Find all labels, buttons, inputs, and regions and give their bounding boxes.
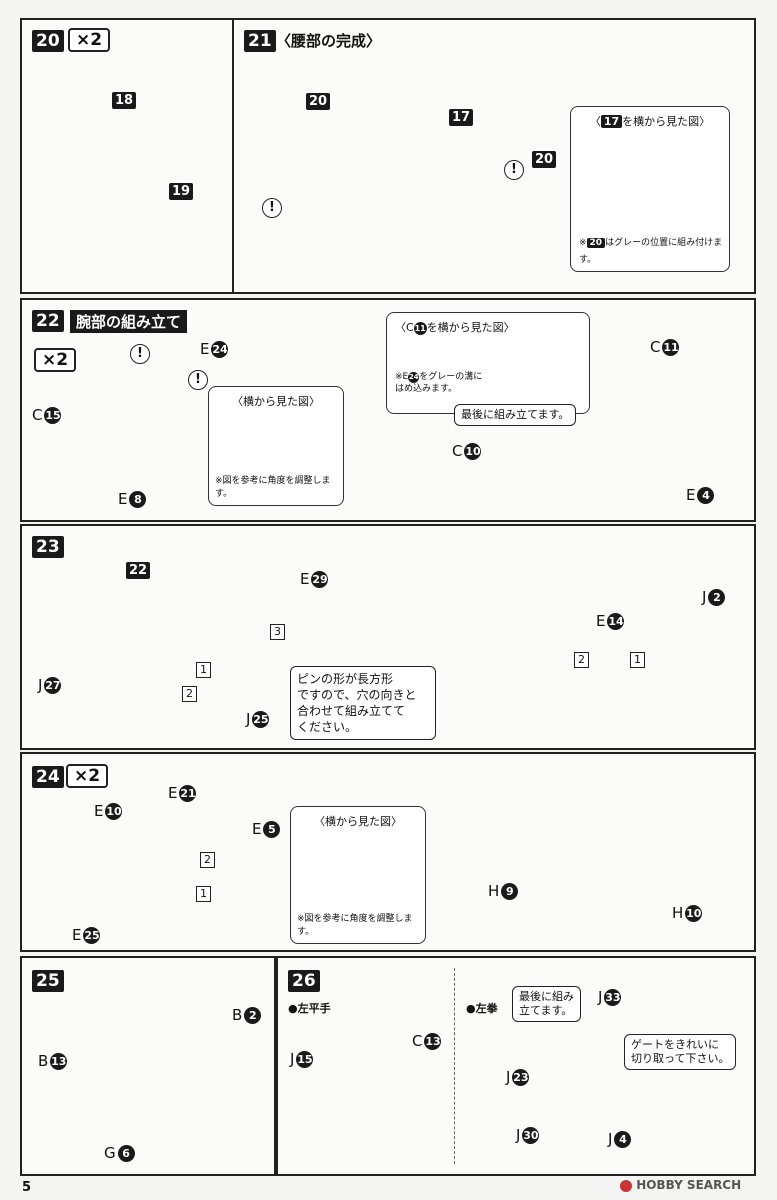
step-title: 〈腰部の完成〉 [276, 32, 382, 50]
caution-icon: ! [188, 370, 208, 390]
step-number: 25 [32, 970, 64, 992]
left-open-hand-heading: ●左平手 [288, 1002, 331, 1015]
logo-icon [620, 1179, 632, 1192]
step-number: 26 [288, 970, 320, 992]
assemble-last-callout: 最後に組み立てます。 [454, 404, 577, 426]
panel-divider [454, 968, 455, 1164]
caution-icon: ! [130, 344, 150, 364]
step-number: 24 [32, 766, 64, 788]
assemble-last-callout: 最後に組み立てます。 [512, 986, 581, 1022]
step-title: 腕部の組み立て [70, 310, 188, 333]
part-label-22: 22 [126, 562, 151, 579]
inset-title-ref: 17 [600, 115, 623, 128]
page-number: 5 [22, 1180, 32, 1195]
pin-orientation-callout: ピンの形が長方形ですので、穴の向きと合わせて組み立ててください。 [290, 666, 436, 740]
side-view-inset: 〈横から見た図〉 ※図を参考に角度を調整します。 [290, 806, 426, 944]
caution-icon: ! [262, 198, 282, 218]
side-view-inset: 〈横から見た図〉 ※図を参考に角度を調整します。 [208, 386, 344, 506]
part-label-17: 17 [449, 109, 474, 126]
multiplier-badge: ×2 [34, 348, 77, 372]
step-sequence-2-right: 2 [574, 652, 589, 668]
step-number: 20 [32, 30, 64, 52]
step-sequence-1: 1 [196, 662, 211, 678]
inset-note-ref: 20 [586, 238, 606, 248]
inset-note: ※図を参考に角度を調整します。 [215, 476, 331, 499]
part-label-19: 19 [169, 183, 194, 200]
step-number: 21 [244, 30, 276, 52]
c11-side-view-inset: 〈C11を横から見た図〉 ※E24をグレーの溝にはめ込みます。 [386, 312, 590, 414]
step-sequence-2: 2 [182, 686, 197, 702]
step-sequence-1-right: 1 [630, 652, 645, 668]
left-fist-heading: ●左拳 [466, 1002, 498, 1015]
part-label-20: 20 [306, 93, 331, 110]
hobby-search-watermark: HOBBY SEARCH [620, 1178, 741, 1192]
inset-title: 〈横から見た図〉 [314, 815, 402, 828]
inset-note: はグレーの位置に組み付けます。 [579, 238, 723, 265]
part-label-18: 18 [112, 92, 137, 109]
inset-title-pre: 〈 [589, 115, 601, 128]
step-number: 23 [32, 536, 64, 558]
inset-title-post: を横から見た図〉 [622, 115, 711, 128]
multiplier-badge: ×2 [68, 28, 111, 52]
gate-trim-callout: ゲートをきれいに切り取って下さい。 [624, 1034, 737, 1070]
inset-title: 〈横から見た図〉 [232, 395, 320, 408]
caution-icon: ! [504, 160, 524, 180]
part-label-20-right: 20 [532, 151, 557, 168]
multiplier-badge: ×2 [66, 764, 109, 788]
step-sequence-3: 3 [270, 624, 285, 640]
step-sequence-1: 1 [196, 886, 211, 902]
inset-note: ※図を参考に角度を調整します。 [297, 914, 413, 937]
step-number: 22 [32, 310, 64, 332]
step-20-panel: 20 ×2 18 19 [20, 18, 234, 294]
step-sequence-2: 2 [200, 852, 215, 868]
